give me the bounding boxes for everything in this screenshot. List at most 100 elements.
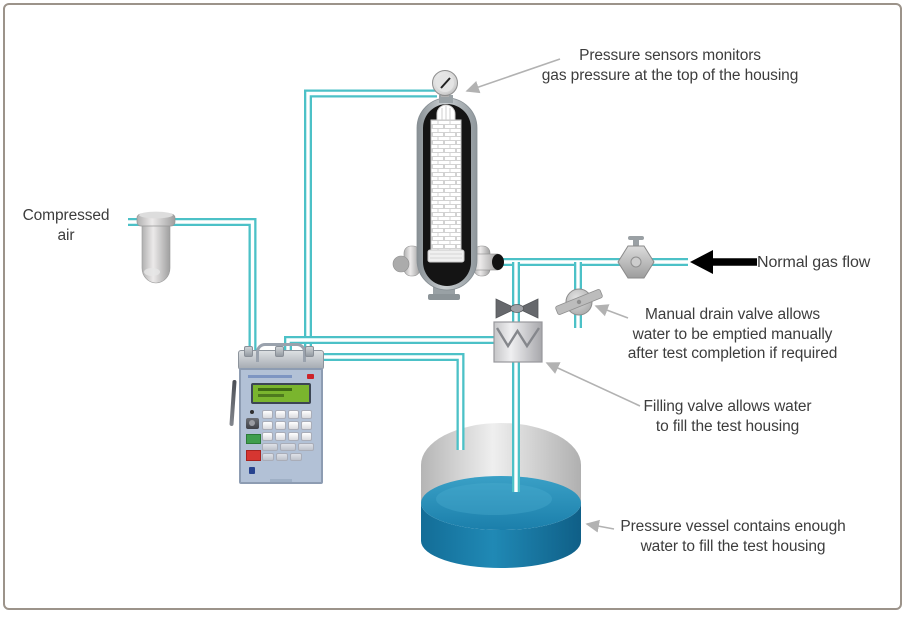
vessel-water-body — [421, 503, 581, 568]
pressure-vessel-label: Pressure vessel contains enough water to… — [597, 517, 869, 556]
controller-brand-logo — [307, 374, 314, 379]
filter-cartridge — [427, 104, 465, 263]
keypad-row — [262, 453, 317, 461]
filter-housing — [392, 70, 504, 300]
function-key — [280, 443, 297, 451]
keypad-key — [288, 421, 300, 430]
connector-knob — [246, 418, 259, 429]
page-border — [3, 3, 902, 610]
label-line: Compressed — [22, 207, 110, 224]
function-key — [276, 453, 289, 461]
pressure-gauge — [432, 70, 458, 97]
controller-port-fitting — [244, 346, 253, 357]
process-gas-valve — [617, 236, 655, 279]
keypad-row — [262, 443, 317, 451]
label-line: after test completion if required — [627, 345, 838, 362]
label-line: water to fill the test housing — [640, 537, 826, 555]
keypad-key — [288, 432, 300, 441]
function-key — [290, 453, 303, 461]
housing-base — [428, 294, 460, 300]
compressed-air-label: Compressed air — [10, 206, 122, 245]
cartridge-end-cap-lines — [430, 253, 462, 259]
label-line: Pressure vessel contains enough — [620, 518, 846, 535]
gas-valve-handle — [628, 236, 644, 240]
gauge-mount — [439, 95, 453, 103]
controller-title-strip — [248, 374, 314, 379]
cartridge-pleats — [441, 106, 451, 120]
gas-flow-arrow — [690, 250, 757, 274]
leader-pressure-sensor — [465, 58, 561, 94]
filling-valve — [493, 298, 543, 363]
tubing — [128, 89, 688, 492]
label-line: Filling valve allows water — [643, 398, 812, 415]
lcd-text-line — [258, 394, 284, 397]
keypad-key — [262, 421, 274, 430]
label-line: Normal gas flow — [757, 254, 871, 271]
lcd-text-line — [258, 388, 292, 391]
controller-side-controls — [246, 408, 262, 474]
housing-left-port — [392, 255, 410, 273]
annotation-leaders — [465, 58, 641, 533]
function-key — [298, 443, 315, 451]
vessel-water-surface — [421, 476, 581, 530]
keypad-key — [301, 421, 313, 430]
keypad-key — [275, 410, 287, 419]
label-line: Manual drain valve allows — [645, 306, 820, 323]
gas-valve-center — [630, 256, 642, 268]
filling-valve-membrane — [495, 327, 540, 349]
leader-filling-valve — [545, 362, 641, 407]
keypad-row — [262, 421, 317, 430]
keypad-row — [262, 410, 317, 419]
air-filter-bowl — [141, 223, 171, 284]
cartridge-end-cap — [427, 249, 465, 263]
controller-lcd-display — [251, 383, 311, 404]
controller-footer-logo — [270, 479, 292, 482]
housing-outlet-cap — [492, 254, 504, 270]
label-line: Pressure sensors monitors — [579, 47, 761, 64]
leader-pressure-vessel — [585, 519, 615, 533]
normal-gas-flow-label: Normal gas flow — [757, 253, 870, 273]
controller-brand-text — [248, 375, 292, 378]
air-filter-bowl-highlight — [144, 268, 160, 276]
keypad-key — [275, 421, 287, 430]
cartridge-body — [430, 119, 462, 251]
pressure-sensor-label: Pressure sensors monitors gas pressure a… — [520, 46, 820, 85]
function-key — [262, 453, 275, 461]
gas-valve-stem — [633, 239, 639, 248]
manual-drain-valve-label: Manual drain valve allows water to be em… — [600, 305, 865, 364]
label-line: water to be emptied manually — [632, 325, 833, 343]
pipe-controller-to-housing-top — [304, 89, 437, 352]
label-line: gas pressure at the top of the housing — [541, 66, 799, 84]
controller-top-cap — [238, 343, 324, 370]
manual-drain-valve — [555, 288, 603, 316]
filling-valve-bowtie-right — [517, 298, 539, 319]
controller-handle — [256, 343, 306, 362]
gauge-needle — [440, 77, 451, 89]
function-key — [262, 443, 279, 451]
integrity-test-controller — [229, 343, 326, 484]
keypad-key — [275, 432, 287, 441]
vessel-water-highlight — [436, 483, 552, 515]
keypad-key — [301, 432, 313, 441]
pipe-controller-to-vessel — [320, 353, 465, 450]
pipe-controller-to-filling-valve — [284, 336, 498, 350]
keypad-key — [301, 410, 313, 419]
filling-valve-disc — [510, 304, 524, 313]
keypad-key — [288, 410, 300, 419]
start-button — [246, 434, 261, 444]
keypad-key — [262, 410, 274, 419]
drain-valve-pivot — [576, 299, 582, 305]
controller-port-fitting — [275, 346, 284, 357]
controller-keypad — [262, 408, 317, 474]
stop-button — [246, 450, 261, 461]
filling-valve-label: Filling valve allows water to fill the t… — [600, 397, 855, 436]
label-line: air — [57, 226, 75, 244]
keypad-key — [262, 432, 274, 441]
label-line: to fill the test housing — [655, 417, 800, 435]
keypad-row — [262, 432, 317, 441]
leader-drain-valve — [594, 304, 629, 319]
air-filter-head-top — [139, 211, 173, 219]
compressed-air-filter — [136, 211, 176, 284]
